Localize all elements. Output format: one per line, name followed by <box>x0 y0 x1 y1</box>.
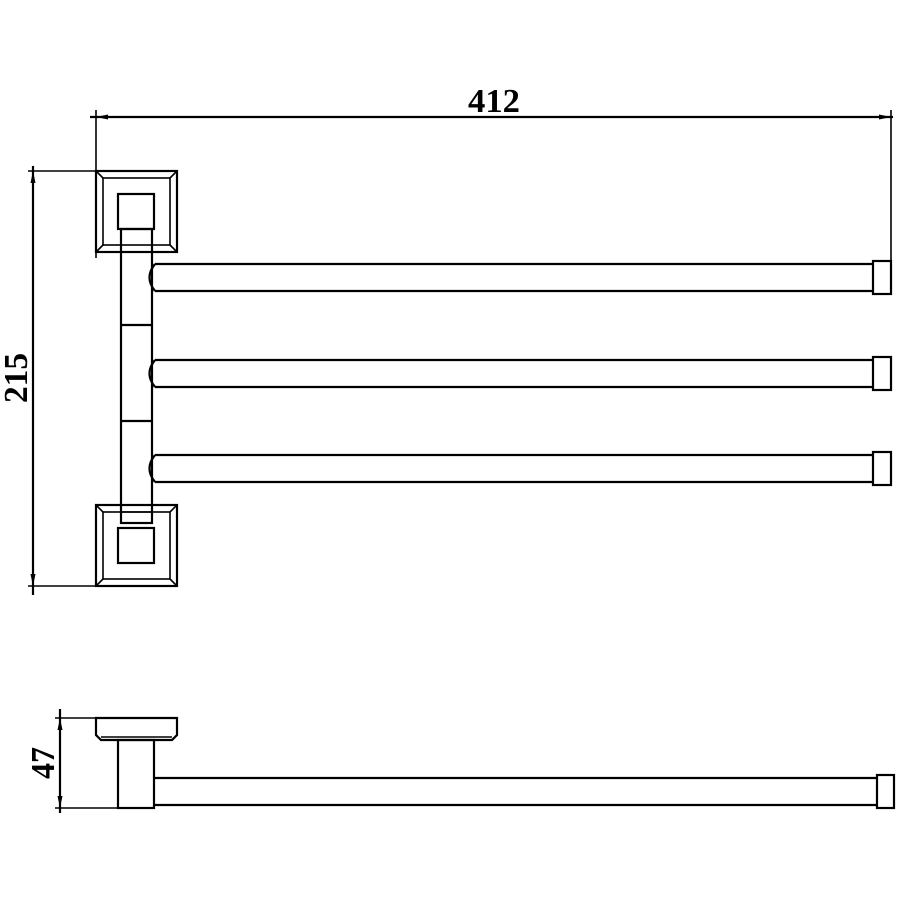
dimension-height: 215 <box>0 166 96 595</box>
dimension-label-height: 215 <box>0 353 35 403</box>
plate-outer <box>94 169 179 254</box>
arrow-up-icon <box>30 171 36 183</box>
plate-boss-bottom <box>116 526 156 565</box>
arrow-right-icon <box>879 114 891 120</box>
plate-outer <box>94 503 179 588</box>
side-arm-end-cap <box>875 773 896 810</box>
arrow-down-icon <box>30 574 36 586</box>
side-view: 47 <box>25 709 896 813</box>
wall-plate-top <box>94 169 179 254</box>
plate-boss <box>116 192 156 231</box>
plate-inner <box>102 177 171 246</box>
arm-end-cap <box>871 450 893 487</box>
dimension-width: 412 <box>90 83 893 262</box>
swing-arm-1 <box>148 259 893 296</box>
arm-bar <box>148 453 873 484</box>
arrow-down-icon <box>57 796 63 808</box>
side-pivot-block <box>116 738 156 810</box>
side-wall-plate <box>94 716 179 742</box>
arm-end-cap <box>871 355 893 392</box>
dimension-label-width: 412 <box>468 83 520 120</box>
column-body <box>119 227 154 525</box>
arm-bar <box>148 262 873 293</box>
arm-bar <box>148 358 873 389</box>
swing-arm-2 <box>148 355 893 392</box>
dimension-label-depth: 47 <box>25 747 62 779</box>
arrow-up-icon <box>57 718 63 730</box>
wall-plate-bottom <box>94 503 179 588</box>
arrow-left-icon <box>96 114 108 120</box>
arm-end-cap <box>871 259 893 296</box>
swing-arm-3 <box>148 450 893 487</box>
pivot-column <box>116 227 156 565</box>
